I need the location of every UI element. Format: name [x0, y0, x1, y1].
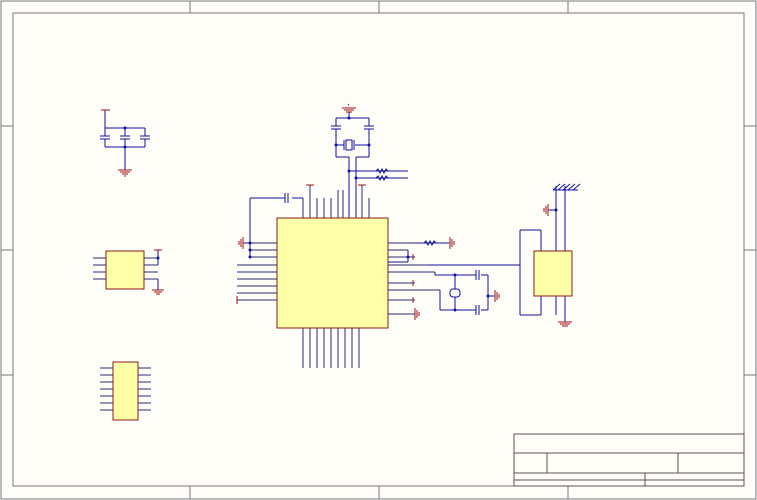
junction-dot	[554, 208, 558, 212]
title-block[interactable]	[513, 433, 745, 487]
junction-dot	[334, 143, 338, 147]
junction-dot	[156, 256, 160, 260]
junction-dot	[406, 255, 410, 259]
junction-dot	[347, 116, 351, 120]
resistor-symbol	[375, 167, 389, 175]
ground-symbol	[238, 237, 244, 249]
junction-dot	[453, 308, 457, 312]
regulator-ic[interactable]	[93, 249, 164, 295]
junction-dot	[354, 176, 358, 180]
junction-dot	[248, 255, 252, 259]
resistor-symbol	[375, 174, 389, 182]
crystal-symbol	[449, 288, 461, 298]
header-connector[interactable]	[100, 361, 151, 421]
junction-dot	[248, 248, 252, 252]
microcontroller-ic[interactable]	[236, 184, 440, 368]
mcu-left-wiring	[243, 193, 303, 257]
junction-dot	[486, 294, 490, 298]
ground-symbol	[414, 237, 500, 320]
resistor-symbol	[423, 239, 437, 247]
transceiver-ic[interactable]	[533, 183, 581, 327]
junction-dot	[453, 273, 457, 277]
junction-dot	[347, 169, 351, 173]
crystal-oscillator-circuit[interactable]	[331, 103, 408, 218]
junction-dot	[248, 241, 252, 245]
junction-dot	[123, 126, 127, 130]
junction-dot	[123, 145, 127, 149]
junction-dot	[367, 143, 371, 147]
